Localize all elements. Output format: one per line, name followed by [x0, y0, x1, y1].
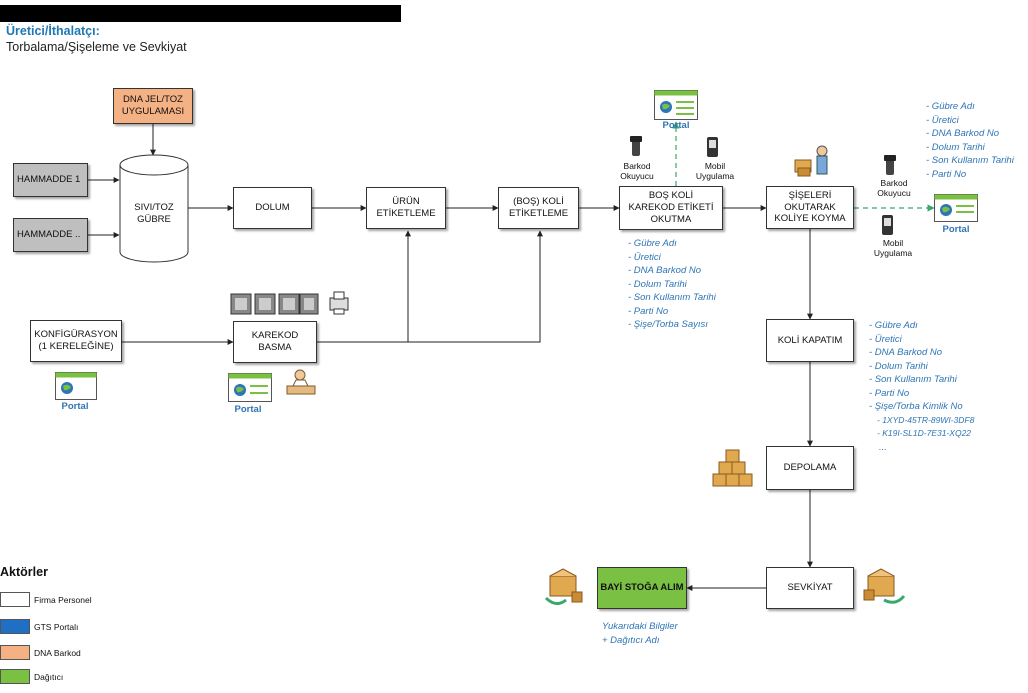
portal-label-konfig: Portal [61, 401, 89, 412]
annotation-line: Yukarıdaki Bilgiler [602, 621, 678, 632]
page-title: Üretici/İthalatçı: [6, 24, 100, 38]
portal-label-top: Portal [662, 120, 690, 131]
portal-icon-right [934, 194, 978, 222]
legend-label: Dağıtıcı [34, 671, 64, 682]
annotation-line: + Dağıtıcı Adı [602, 634, 660, 646]
annotation-line: - Parti No [628, 305, 669, 317]
legend-item-dna-barkod: DNA Barkod [0, 645, 81, 660]
shipping-box-icon-sevkiyat [863, 568, 906, 604]
annotation-line: - Şişe/Torba Sayısı [628, 319, 708, 330]
sevkiyat-box: SEVKİYAT [766, 567, 854, 609]
mobil-uygulama-label-right: Mobil Uygulama [873, 238, 913, 259]
annotation-line: - Üretici [869, 333, 902, 345]
mobil-uygulama-label-left: Mobil Uygulama [695, 161, 735, 182]
portal-icon-konfig [55, 372, 97, 400]
mobile-phone-icon-right [882, 215, 893, 235]
annotation-line: - Son Kullanım Tarihi [869, 374, 957, 385]
legend-swatch [0, 592, 30, 607]
bayi-stoga-alim-box: BAYİ STOĞA ALIM [597, 567, 687, 609]
kimlik-id-line: ... [879, 441, 887, 453]
annotation-line: - Dolum Tarihi [628, 278, 687, 290]
annotation-line: - Gübre Adı [926, 101, 975, 112]
portal-label-right: Portal [942, 224, 970, 235]
arrow-karekod-to-urun [317, 230, 411, 343]
annotation-line: - Üretici [926, 114, 959, 126]
annotation-line: - Dolum Tarihi [926, 141, 985, 153]
annotation-line: - Parti No [926, 168, 967, 180]
annotation-under-bos-koli: - Gübre Adı - Üretici - DNA Barkod No - … [628, 237, 716, 332]
legend-swatch [0, 645, 30, 660]
annotation-line: - Gübre Adı [628, 238, 677, 249]
barkod-okuyucu-label-left: Barkod Okuyucu [620, 161, 654, 182]
annotation-line: - Üretici [628, 251, 661, 263]
annotation-line: - Gübre Adı [869, 320, 918, 331]
annotation-koli-kapatim: - Gübre Adı - Üretici - DNA Barkod No - … [869, 319, 974, 454]
barcode-scanner-icon-left [630, 136, 642, 156]
sivi-toz-gubre-label: SIVI/TOZ GÜBRE [134, 202, 174, 225]
annotation-bayi: Yukarıdaki Bilgiler + Dağıtıcı Adı [602, 620, 678, 647]
dolum-box: DOLUM [233, 187, 312, 229]
bos-koli-etiketleme-box: (BOŞ) KOLİ ETİKETLEME [498, 187, 579, 229]
portal-icon-top [654, 90, 698, 120]
legend-label: GTS Portalı [34, 621, 79, 632]
annotation-line: - Son Kullanım Tarihi [628, 292, 716, 303]
legend-swatch [0, 669, 30, 684]
legend-item-dagitici: Dağıtıcı [0, 669, 63, 684]
hammadde-1-box: HAMMADDE 1 [13, 163, 88, 197]
annotation-line: - Dolum Tarihi [869, 360, 928, 372]
operator-desk-icon [286, 369, 316, 395]
annotation-line: - DNA Barkod No [869, 347, 943, 358]
worker-boxes-icon [794, 145, 828, 177]
shipping-box-icon-bayi [544, 568, 583, 605]
urun-etiketleme-box: ÜRÜN ETİKETLEME [366, 187, 446, 229]
legend-item-firma-personel: Firma Personel [0, 592, 92, 607]
legend-title: Aktörler [0, 565, 48, 579]
portal-label-karekod: Portal [234, 404, 262, 415]
hammadde-n-box: HAMMADDE .. [13, 218, 88, 252]
arrow-karekod-to-koli [408, 230, 543, 343]
annotation-line: - Son Kullanım Tarihi [926, 155, 1014, 166]
koli-kapatim-box: KOLİ KAPATIM [766, 319, 854, 362]
qr-code-strip [230, 293, 319, 315]
kimlik-id-line: - K19I-SL1D-7E31-XQ22 [877, 428, 972, 438]
annotation-line: - Parti No [869, 387, 910, 399]
legend-item-gts-portali: GTS Portalı [0, 619, 78, 634]
legend-swatch [0, 619, 30, 634]
barkod-okuyucu-label-right: Barkod Okuyucu [877, 178, 911, 199]
stacked-boxes-icon [712, 449, 753, 487]
siseleri-koliye-koyma-box: ŞİŞELERİ OKUTARAK KOLİYE KOYMA [766, 186, 854, 229]
dna-jel-box: DNA JEL/TOZ UYGULAMASI [113, 88, 193, 124]
annotation-line: - Şişe/Torba Kimlik No [869, 401, 963, 412]
konfigurasyon-box: KONFİGÜRASYON (1 KERELEĞİNE) [30, 320, 122, 362]
redacted-header-bar [0, 5, 401, 22]
printer-icon [329, 291, 349, 315]
karekod-basma-box: KAREKOD BASMA [233, 321, 317, 363]
kimlik-id-line: - 1XYD-45TR-89WI-3DF8 [877, 414, 975, 425]
annotation-line: - DNA Barkod No [628, 265, 702, 276]
barcode-scanner-icon-right [884, 155, 896, 175]
mobile-phone-icon-left [707, 137, 718, 157]
legend-label: DNA Barkod [34, 647, 81, 658]
portal-icon-karekod [228, 373, 272, 402]
legend-label: Firma Personel [34, 594, 92, 605]
depolama-box: DEPOLAMA [766, 446, 854, 490]
page-subtitle: Torbalama/Şişeleme ve Sevkiyat [6, 40, 187, 54]
annotation-top-right: - Gübre Adı - Üretici - DNA Barkod No - … [926, 100, 1014, 181]
annotation-line: - DNA Barkod No [926, 128, 1000, 139]
bos-koli-okutma-box: BOŞ KOLİ KAREKOD ETİKETİ OKUTMA [619, 186, 723, 230]
